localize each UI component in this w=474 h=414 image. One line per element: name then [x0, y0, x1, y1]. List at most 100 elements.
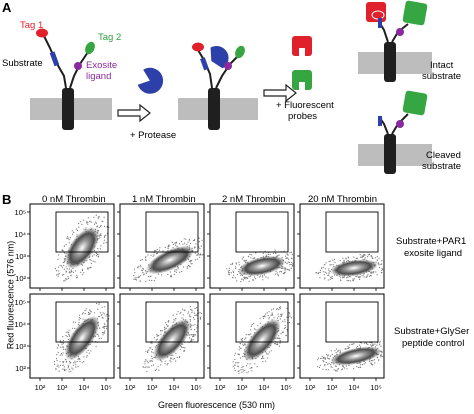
- scatter-dot: [349, 344, 351, 346]
- scatter-dot: [196, 254, 198, 256]
- scatter-dot: [57, 258, 59, 260]
- scatter-dot: [81, 268, 84, 270]
- scatter-dot: [326, 357, 329, 359]
- scatter-dot: [199, 312, 201, 314]
- scatter-dot: [347, 348, 349, 350]
- scatter-dot: [67, 364, 69, 366]
- scatter-dot: [72, 327, 74, 329]
- scatter-dot: [339, 349, 341, 351]
- scatter-dot: [238, 346, 241, 348]
- scatter-dot: [148, 366, 150, 368]
- scatter-dot: [190, 261, 192, 263]
- scatter-dot: [315, 272, 317, 274]
- scatter-dot: [381, 352, 383, 354]
- scatter-dot: [134, 272, 136, 274]
- scatter-dot: [62, 364, 64, 366]
- scatter-dot: [284, 321, 286, 323]
- scatter-dot: [103, 325, 105, 327]
- scatter-dot: [145, 280, 147, 282]
- scatter-dot: [153, 280, 155, 282]
- y-tick-label: 10²: [15, 364, 26, 373]
- scatter-dot: [67, 276, 69, 278]
- scatter-dot: [194, 307, 196, 309]
- scatter-dot: [332, 263, 334, 266]
- scatter-dot: [55, 367, 57, 370]
- scatter-dot: [65, 244, 67, 246]
- panel-b-label: B: [2, 192, 12, 207]
- scatter-dot: [322, 360, 324, 362]
- scatter-dot: [190, 316, 192, 318]
- scatter-dot: [134, 277, 136, 279]
- scatter-dot: [379, 344, 381, 346]
- scatter-dot: [146, 371, 148, 373]
- scatter-dot: [328, 272, 330, 274]
- scatter-dot: [284, 319, 286, 321]
- scatter-dot: [249, 367, 251, 369]
- scatter-dot: [69, 237, 71, 239]
- scatter-dot: [158, 369, 160, 371]
- scatter-dot: [290, 317, 292, 319]
- scatter-dot: [66, 336, 68, 338]
- scatter-dot: [182, 243, 184, 245]
- scatter-dot: [160, 330, 162, 332]
- scatter-dot: [237, 353, 239, 355]
- scatter-dot: [321, 355, 323, 357]
- scatter-dot: [161, 274, 163, 276]
- scatter-dot: [70, 275, 72, 277]
- scatter-dot: [249, 334, 251, 336]
- scatter-dot: [245, 276, 247, 279]
- scatter-dot: [190, 309, 192, 311]
- scatter-dot: [62, 348, 65, 350]
- scatter-dot: [240, 357, 242, 359]
- scatter-dot: [328, 270, 330, 272]
- scatter-dot: [145, 350, 147, 352]
- scatter-dot: [368, 275, 370, 277]
- scatter-dot: [183, 266, 185, 268]
- scatter-dot: [247, 371, 249, 373]
- scatter-dot: [278, 345, 281, 347]
- scatter-dot: [286, 253, 288, 255]
- scatter-dot: [255, 328, 257, 331]
- scatter-dot: [241, 258, 243, 260]
- scatter-dot: [359, 276, 361, 278]
- anchor-4: [384, 134, 396, 174]
- scatter-dot: [79, 314, 81, 316]
- scatter-dot: [251, 370, 253, 372]
- scatter-dot: [243, 345, 245, 347]
- scatter-dot: [186, 243, 188, 246]
- scatter-dot: [319, 277, 321, 279]
- scatter-dot: [201, 239, 203, 241]
- scatter-dot: [339, 279, 342, 281]
- scatter-dot: [78, 319, 80, 321]
- scatter-dot: [376, 274, 378, 276]
- scatter-dot: [235, 267, 237, 269]
- scatter-dot: [265, 254, 267, 256]
- scatter-dot: [62, 352, 64, 354]
- scatter-dot: [94, 261, 96, 263]
- scatter-dot: [194, 334, 197, 336]
- scatter-dot: [197, 252, 199, 254]
- scatter-dot: [98, 227, 100, 229]
- scatter-dot: [368, 360, 370, 362]
- scatter-dot: [179, 356, 181, 358]
- scatter-dot: [74, 327, 76, 329]
- scatter-dot: [70, 269, 72, 271]
- scatter-dot: [195, 243, 197, 245]
- scatter-dot: [353, 278, 356, 280]
- scatter-dot: [68, 277, 70, 280]
- scatter-dot: [382, 355, 384, 357]
- scatter-dot: [285, 255, 287, 257]
- scatter-dot: [98, 253, 100, 255]
- scatter-dot: [324, 268, 326, 270]
- scatter-dot: [280, 333, 282, 335]
- scatter-dot: [267, 277, 269, 279]
- scatter-dot: [154, 250, 156, 252]
- scatter-dot: [260, 358, 263, 360]
- scatter-dot: [99, 312, 101, 314]
- green-probe-icon: [292, 70, 312, 90]
- scatter-dot: [87, 223, 89, 225]
- x-tick-label: 10⁴: [168, 383, 180, 392]
- scatter-dot: [341, 369, 343, 371]
- scatter-dot: [65, 361, 67, 363]
- scatter-dot: [159, 247, 161, 249]
